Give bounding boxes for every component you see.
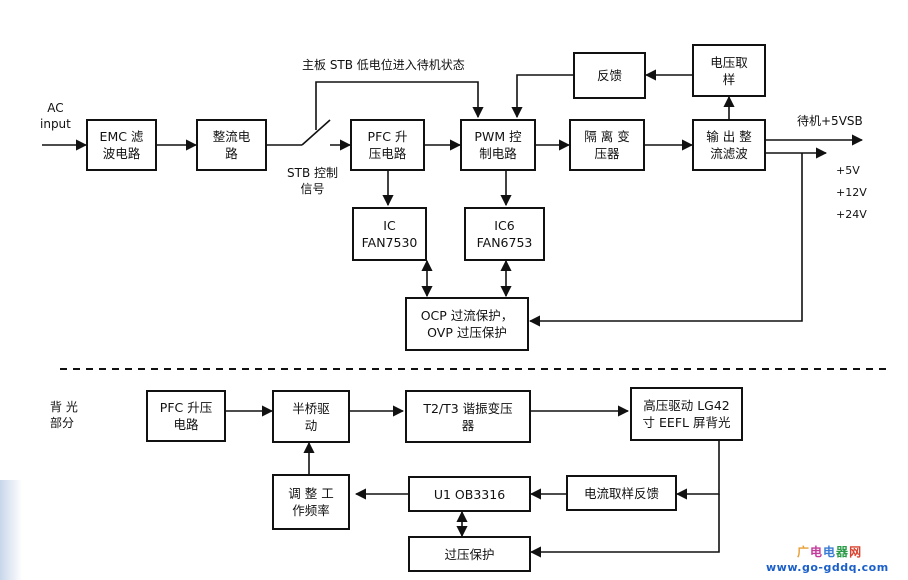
stb-standby-note: 主板 STB 低电位进入待机状态: [302, 58, 465, 72]
t2t3-resonant-transformer-block: T2/T3 谐振变压 器: [405, 390, 531, 443]
hv-to-ovp-arrow: [529, 494, 720, 558]
isolation-transformer-block: 隔 离 变 压器: [569, 119, 645, 171]
ic6-fan6753-block: IC6 FAN6753: [464, 207, 545, 261]
page-edge-shade: [0, 480, 22, 580]
watermark-brand-char: 器: [836, 545, 850, 559]
ic-fan7530-block: IC FAN7530: [352, 207, 427, 261]
fb-to-pwm-arrow: [511, 74, 573, 119]
overvoltage-protection-block: 过压保护: [408, 536, 531, 572]
output-24v-label: +24V: [836, 208, 867, 221]
voltage-sample-block: 电压取 样: [692, 44, 766, 97]
watermark-brand-char: 电: [810, 545, 824, 559]
half-bridge-driver-block: 半桥驱 动: [272, 390, 350, 443]
adjust-frequency-block: 调 整 工 作频率: [272, 474, 350, 530]
watermark-brand: 广电电器网: [797, 543, 862, 560]
backlight-section-title: 背 光 部分: [50, 400, 78, 430]
watermark-brand-char: 广: [797, 545, 811, 559]
u1-ob3316-block: U1 OB3316: [408, 476, 531, 512]
feedback-block: 反馈: [573, 52, 646, 99]
watermark-brand-char: 电: [823, 545, 837, 559]
stb-control-arrow: [315, 81, 484, 130]
watermark-url: www.go-gddq.com: [766, 561, 889, 574]
pfc-boost-block: PFC 升 压电路: [350, 119, 425, 171]
emc-filter-block: EMC 滤 波电路: [86, 119, 157, 171]
hv-to-current-arrow: [675, 441, 720, 500]
output-12v-label: +12V: [836, 186, 867, 199]
pwm-control-block: PWM 控 制电路: [460, 119, 536, 171]
output-rectifier-filter-block: 输 出 整 流滤波: [692, 119, 766, 171]
stb-switch: [301, 119, 331, 146]
current-sample-feedback-block: 电流取样反馈: [566, 475, 677, 511]
standby-5vsb-label: 待机+5VSB: [797, 114, 863, 128]
stb-control-label: STB 控制 信号: [287, 166, 338, 196]
hv-driver-eefl-block: 高压驱动 LG42 寸 EEFL 屏背光: [630, 387, 743, 441]
ac-input-label: AC input: [40, 101, 71, 131]
backlight-pfc-block: PFC 升压 电路: [146, 390, 226, 442]
output-5v-label: +5V: [836, 164, 860, 177]
rectifier-block: 整流电 路: [196, 119, 267, 171]
output-to-ocp-arrow: [528, 153, 803, 327]
ocp-ovp-protection-block: OCP 过流保护， OVP 过压保护: [405, 297, 529, 351]
watermark-brand-char: 网: [849, 545, 863, 559]
